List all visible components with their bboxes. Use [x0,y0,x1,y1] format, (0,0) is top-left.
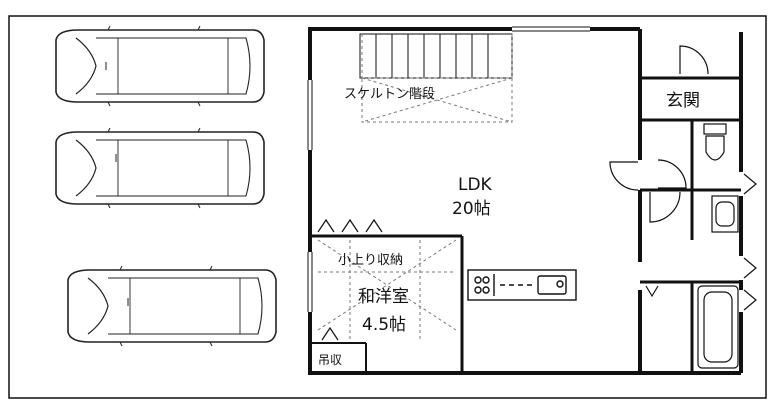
ldk-hall-door [609,161,639,191]
stairs-label: スケルトン階段 [344,87,435,102]
ldk-size: 20帖 [452,199,491,219]
entrance-door [679,45,709,75]
washbasin-icon [711,195,739,233]
genkan-label: 玄関 [666,91,700,111]
skeleton-staircase [359,33,513,123]
bathtub-icon [697,285,739,369]
loft-storage-steps [317,218,383,341]
drawing-frame [8,15,767,399]
toilet-icon [703,123,727,161]
bath-door-marks [645,173,757,311]
toilet-door [657,159,687,189]
washroom-door [649,191,681,223]
car-1 [55,25,265,107]
storage-dashed-area [317,239,457,340]
storage-label: 小上り収納 [338,253,403,268]
washitsu-size: 4.5帖 [362,315,406,335]
car-2 [55,127,265,209]
tsuri-storage-label: 吊収 [318,353,342,367]
ldk-name: LDK [458,175,493,195]
building-walls [307,26,744,375]
car-3 [67,265,277,347]
washitsu-name: 和洋室 [358,287,409,307]
kitchen-counter [467,269,577,301]
